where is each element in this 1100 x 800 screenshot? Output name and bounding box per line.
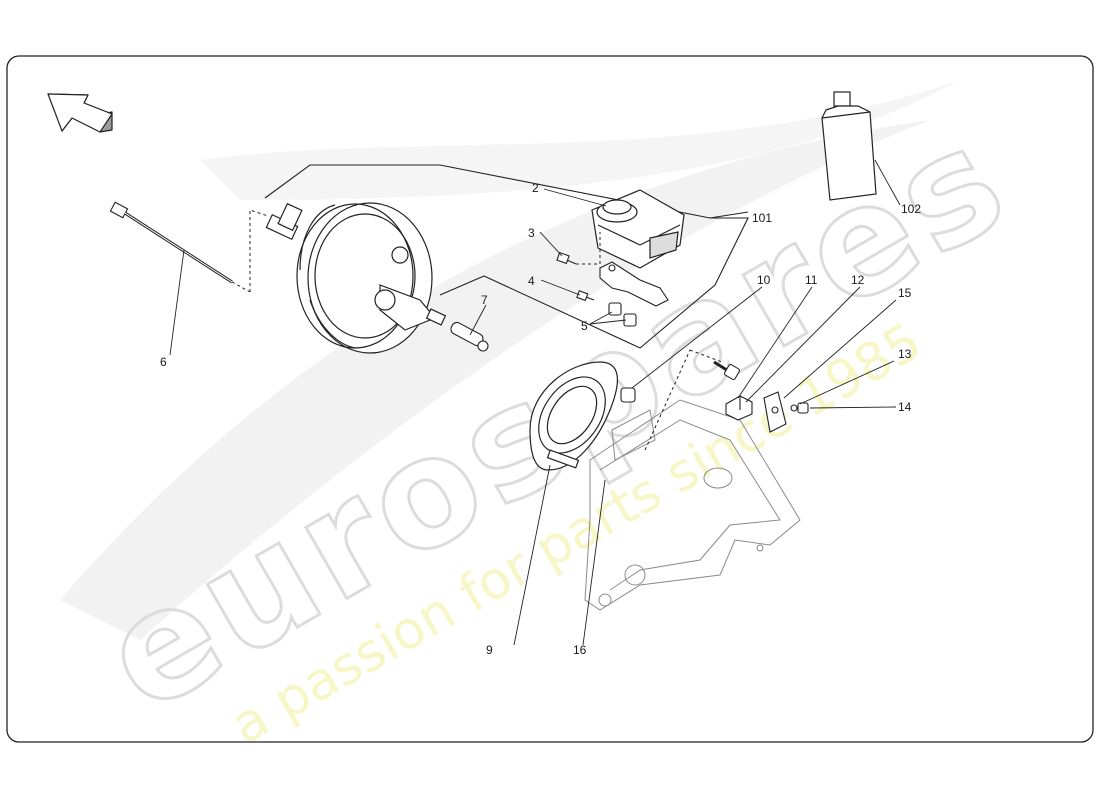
part-mounting-bracket <box>599 261 669 307</box>
leader-lines <box>169 159 901 646</box>
callout-10: 10 <box>757 273 771 287</box>
assembly-bracket-101 <box>264 164 749 349</box>
callout-102: 102 <box>901 202 921 216</box>
part-4-bolt <box>576 290 595 302</box>
callout-101: 101 <box>752 211 772 225</box>
part-11-bolt <box>713 360 741 381</box>
part-2-reservoir <box>591 189 685 269</box>
callout-15: 15 <box>898 286 912 300</box>
part-brake-booster <box>265 202 447 354</box>
watermark-swoosh-2 <box>200 80 960 200</box>
direction-arrow-icon <box>47 93 113 133</box>
callout-12: 12 <box>851 273 865 287</box>
callout-5: 5 <box>581 319 588 333</box>
callout-9: 9 <box>486 643 493 657</box>
callout-14: 14 <box>898 400 912 414</box>
callout-2: 2 <box>532 181 539 195</box>
part-7-pin <box>450 321 489 352</box>
watermark-swoosh <box>60 120 930 640</box>
callout-13: 13 <box>898 347 912 361</box>
callout-11: 11 <box>805 273 818 287</box>
callout-4: 4 <box>528 274 535 288</box>
callout-7: 7 <box>481 293 488 307</box>
part-102-fluid-bottle <box>821 91 877 201</box>
callout-3: 3 <box>528 226 535 240</box>
part-10-nut <box>620 387 636 403</box>
part-9-gasket-plate <box>529 361 618 471</box>
part-14-cap <box>797 402 809 414</box>
dashed-guide-3 <box>576 232 601 265</box>
part-16-pedal-bracket <box>584 399 801 611</box>
callout-16: 16 <box>573 643 587 657</box>
part-15-plate <box>763 391 787 433</box>
dashed-guide-10 <box>644 349 691 451</box>
bracket-101-tick <box>709 211 749 219</box>
part-6-long-bolt <box>109 201 233 284</box>
part-3-screw <box>556 251 577 265</box>
part-13-clip <box>790 404 798 412</box>
callout-6: 6 <box>160 355 167 369</box>
part-12-switch <box>725 395 753 421</box>
